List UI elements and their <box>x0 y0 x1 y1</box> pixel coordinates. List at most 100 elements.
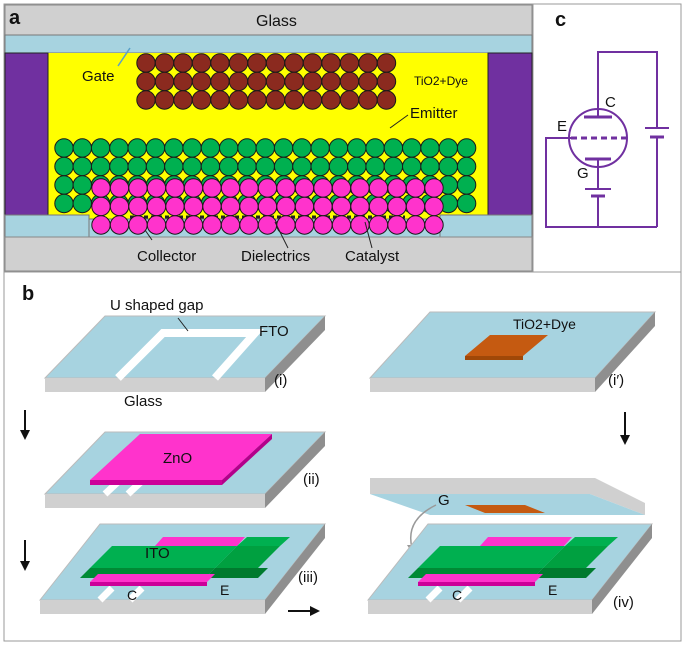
step-iv-e-label: E <box>548 582 557 598</box>
slab-front <box>40 600 265 614</box>
zno-particle-green <box>109 156 129 177</box>
zno-particle-green <box>456 138 477 158</box>
fto-label: FTO <box>259 323 289 340</box>
gap-stripe <box>425 585 443 603</box>
zno-particle-pink <box>146 196 167 217</box>
zno-particle-green <box>402 156 422 177</box>
circuit-diagram <box>545 51 669 228</box>
step-i-prime-label: (i′) <box>608 372 624 389</box>
zno-particle-pink <box>91 196 111 217</box>
zno-strip-front <box>418 574 543 582</box>
zno-particle-green <box>273 138 294 158</box>
glass-step-label: Glass <box>124 393 162 410</box>
top-glass <box>4 4 533 36</box>
zno-particle-pink <box>239 215 259 235</box>
step-iii-e-label: E <box>220 582 229 598</box>
zno-particle-pink <box>128 178 148 198</box>
zno-strip-back <box>155 537 245 546</box>
zno-particle-green <box>72 156 93 177</box>
spacer-left <box>4 52 49 216</box>
zno-layer-front <box>90 480 222 485</box>
zno-particle-green <box>90 156 111 177</box>
bottom-glass <box>4 236 533 272</box>
dye-particle <box>136 71 156 92</box>
emitter-label: Emitter <box>410 105 458 122</box>
step-iv-c-label: C <box>452 587 462 603</box>
emitter-pointer <box>389 114 409 129</box>
zno-particle-green <box>420 156 440 177</box>
zno-particle-pink <box>128 196 148 217</box>
zno-particle-green <box>164 138 184 158</box>
slab-step-iv <box>366 523 654 614</box>
slab-front <box>368 600 592 614</box>
dye-particle <box>284 90 304 110</box>
zno-particle-pink <box>220 196 241 217</box>
zno-particle-green <box>347 138 367 158</box>
dye-particle <box>302 53 323 73</box>
slab-front <box>370 378 595 392</box>
zno-particle-green <box>292 156 312 177</box>
zno-particle-green <box>182 138 202 158</box>
zno-particle-pink <box>128 215 148 235</box>
zno-particle-green <box>328 156 349 177</box>
dye-pad-front <box>465 356 523 360</box>
zno-particle-pink <box>257 196 278 217</box>
circuit-g-label: G <box>577 165 589 182</box>
step-iii-c-label: C <box>127 587 137 603</box>
zno-particle-green <box>438 138 458 158</box>
zno-particle-pink <box>146 215 167 235</box>
ito-top <box>90 546 237 568</box>
zno-particle-green <box>145 138 166 158</box>
gap-pointer <box>177 317 189 332</box>
gap-label: U shaped gap <box>110 297 203 314</box>
zno-strip-front-edge <box>90 582 207 586</box>
zno-particle-green <box>72 193 93 214</box>
slab-side <box>265 524 325 614</box>
zno-particle-pink <box>276 178 296 198</box>
zno-particle-pink <box>331 215 352 235</box>
zno-particle-green <box>164 156 184 177</box>
zno-particle-pink <box>294 196 315 217</box>
dye-particle <box>358 53 378 73</box>
collector-pointer <box>144 229 153 241</box>
arrow-down-3 <box>620 412 630 445</box>
zno-particle-green <box>182 156 202 177</box>
zno-particle-green <box>456 156 477 177</box>
zno-particle-pink <box>368 215 389 235</box>
dye-particle <box>358 71 378 92</box>
wire-left <box>545 137 657 228</box>
zno-particle-green <box>237 138 257 158</box>
gap-stripe <box>455 585 473 603</box>
dye-pad-top <box>465 335 548 356</box>
zno-particle-pink <box>424 215 444 235</box>
arrow-down-2 <box>20 540 30 571</box>
zno-particle-pink <box>331 178 352 198</box>
zno-particle-green <box>200 138 221 158</box>
catalyst-label: Catalyst <box>345 248 400 265</box>
zno-particle-green <box>54 175 74 195</box>
zno-particle-pink <box>239 196 259 217</box>
zno-particle-pink <box>91 178 111 198</box>
panel-b: b U shaped gap FTO Glass (i) <box>3 271 682 642</box>
dye-particles <box>136 53 397 110</box>
zno-particle-green <box>200 156 221 177</box>
dye-particle <box>191 71 212 92</box>
zno-particle-pink <box>387 178 407 198</box>
dielectrics-pointer <box>274 221 289 249</box>
zno-particle-green <box>438 156 458 177</box>
slab-side <box>265 432 325 508</box>
collector-zno-particles <box>91 178 444 235</box>
dye-particle <box>173 90 193 110</box>
panel-c-letter: c <box>555 9 566 31</box>
zno-particle-pink <box>257 215 278 235</box>
dielectrics-label: Dielectrics <box>241 248 310 265</box>
zno-particle-pink <box>313 196 333 217</box>
dye-particle <box>154 53 175 73</box>
dye-particle <box>136 53 156 73</box>
wire-top <box>597 51 658 128</box>
dye-particle <box>247 53 267 73</box>
slab-step-iii <box>38 523 327 614</box>
flip-arrow <box>410 504 437 549</box>
panel-b-letter: b <box>22 283 34 305</box>
